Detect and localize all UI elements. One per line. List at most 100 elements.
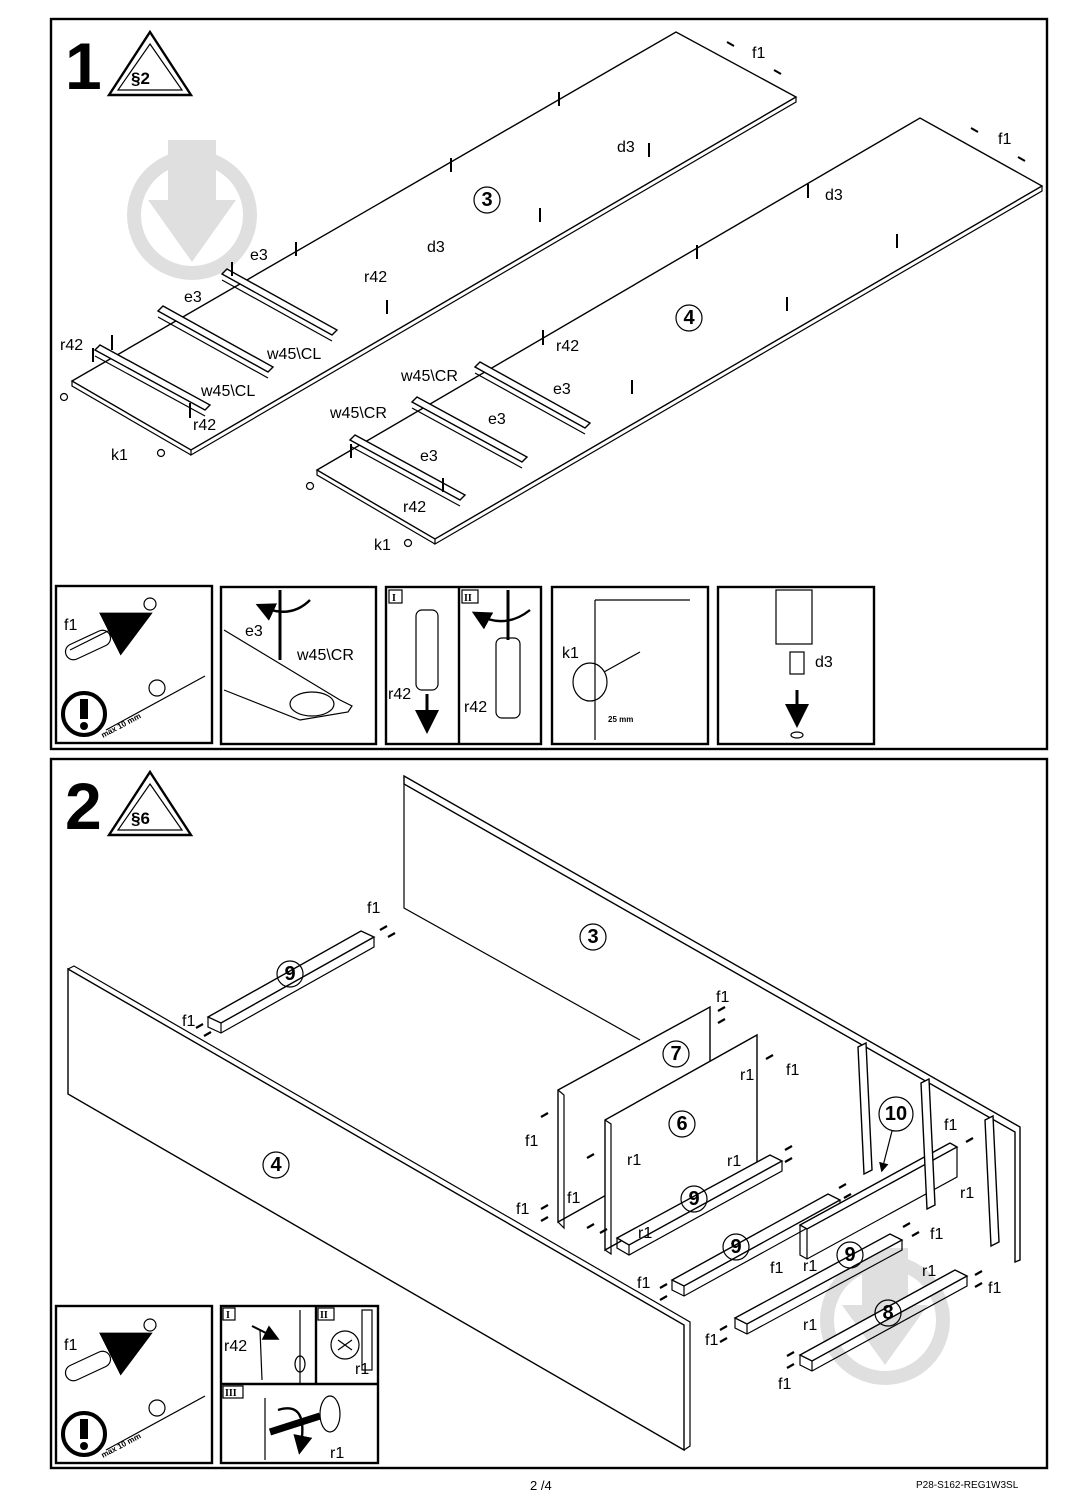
- label-w45-cr: w45\CR: [329, 405, 387, 422]
- part-3-circle: [579, 923, 607, 951]
- exclamation-icon: [61, 691, 107, 737]
- label-r1: r1: [803, 1258, 817, 1275]
- document-code: P28-S162-REG1W3SL: [916, 1480, 1019, 1491]
- label-r42: r42: [556, 338, 579, 355]
- label-e3: e3: [488, 411, 506, 428]
- runner-w45-cr-3: [473, 361, 592, 435]
- label-f1: f1: [944, 1117, 957, 1134]
- label-r42: r42: [193, 417, 216, 434]
- part-4-label: 4: [270, 1154, 282, 1176]
- runner-w45-cl-1: [93, 344, 212, 417]
- detail-f1-label: f1: [64, 617, 77, 634]
- part-8-circle: [874, 1299, 902, 1327]
- rail-8: [798, 1269, 969, 1372]
- label-r1: r1: [740, 1067, 754, 1084]
- label-f1: f1: [705, 1332, 718, 1349]
- label-f1: f1: [998, 131, 1011, 148]
- label-f1: f1: [930, 1226, 943, 1243]
- watermark-icon: [127, 140, 950, 1385]
- part-9-circle: [722, 1233, 750, 1261]
- part-9-label: 9: [284, 963, 295, 985]
- detail-roman-ii: II: [320, 1310, 328, 1321]
- label-r1: r1: [960, 1185, 974, 1202]
- warning-triangle-icon: [106, 29, 194, 97]
- detail-roman-i: I: [226, 1310, 230, 1321]
- runner-w45-cl-2: [156, 305, 275, 379]
- label-f1: f1: [525, 1133, 538, 1150]
- detail-e3-label: e3: [245, 623, 263, 640]
- board-4: [315, 117, 1044, 546]
- label-f1: f1: [778, 1376, 791, 1393]
- detail-r1-label: r1: [355, 1361, 369, 1378]
- part-4-circle: [262, 1151, 290, 1179]
- part-9-label: 9: [844, 1244, 855, 1266]
- detail-box-d3: d3: [716, 585, 876, 746]
- k1-glide-markers: [59, 392, 413, 548]
- label-w45-cl: w45\CL: [200, 383, 255, 400]
- part-9-circle: [276, 960, 304, 988]
- detail-r42-label: r42: [464, 699, 487, 716]
- detail-roman-ii: II: [464, 593, 472, 604]
- detail-f1-label: f1: [64, 1337, 77, 1354]
- exclamation-icon: [61, 1411, 107, 1457]
- rail-9-d: [733, 1233, 904, 1335]
- label-r1: r1: [638, 1225, 652, 1242]
- rotate-arrow-icon: [471, 609, 531, 630]
- part-9-circle: [836, 1241, 864, 1269]
- detail-r1-label: r1: [330, 1445, 344, 1462]
- detail-r42-label: r42: [388, 686, 411, 703]
- label-r42: r42: [364, 269, 387, 286]
- detail-roman-i: I: [392, 593, 396, 604]
- detail-w45-cr-label: w45\CR: [296, 647, 354, 664]
- label-e3: e3: [250, 247, 268, 264]
- label-e3: e3: [420, 448, 438, 465]
- runner-vertical: [857, 1041, 1000, 1248]
- label-k1: k1: [111, 447, 128, 464]
- label-r1: r1: [727, 1153, 741, 1170]
- label-r42: r42: [403, 499, 426, 516]
- page-number: 2 /4: [530, 1478, 552, 1493]
- label-f1: f1: [988, 1280, 1001, 1297]
- detail-distance-label: 25 mm: [608, 715, 633, 724]
- step2-number: 2: [65, 769, 102, 843]
- detail-roman-iii: III: [225, 1388, 237, 1399]
- part-10-label: 10: [885, 1103, 907, 1125]
- detail-k1-label: k1: [562, 645, 579, 662]
- label-w45-cl: w45\CL: [266, 346, 321, 363]
- label-f1: f1: [752, 45, 765, 62]
- part-9-label: 9: [730, 1236, 741, 1258]
- part-9-circle: [680, 1185, 708, 1213]
- step1-section: §2: [131, 69, 150, 88]
- dowel-markers: [195, 925, 983, 1369]
- rotate-arrow-icon: [277, 1407, 313, 1455]
- part-3-label: 3: [587, 926, 598, 948]
- label-f1: f1: [516, 1201, 529, 1218]
- label-r1: r1: [803, 1317, 817, 1334]
- label-f1: f1: [716, 989, 729, 1006]
- detail-d3-label: d3: [815, 654, 833, 671]
- panel-3: [403, 774, 1021, 1264]
- label-w45-cr: w45\CR: [400, 368, 458, 385]
- warning-triangle-icon: [106, 769, 194, 837]
- part-10-circle: [878, 1096, 914, 1132]
- step1-frame: [49, 17, 1049, 751]
- runner-w45-cr-2: [410, 396, 529, 469]
- label-r42: r42: [60, 337, 83, 354]
- rail-9-b: [615, 1154, 784, 1256]
- detail-box-r42: I II r42 r42: [384, 585, 543, 746]
- label-r1: r1: [627, 1152, 641, 1169]
- hardware-markers: [92, 41, 1026, 492]
- label-f1: f1: [786, 1062, 799, 1079]
- runner-w45-cr-1: [348, 434, 467, 507]
- label-e3: e3: [553, 381, 571, 398]
- detail-box-r1: I II III r42 r1 r1: [219, 1304, 380, 1465]
- panel-4: [67, 965, 691, 1452]
- label-e3: e3: [184, 289, 202, 306]
- part-4-label: 4: [683, 307, 695, 329]
- label-f1: f1: [637, 1275, 650, 1292]
- board-3: [70, 31, 798, 457]
- part-7-circle: [662, 1040, 690, 1068]
- part-6-circle: [668, 1110, 696, 1138]
- detail-box-e3: e3 w45\CR: [219, 585, 378, 746]
